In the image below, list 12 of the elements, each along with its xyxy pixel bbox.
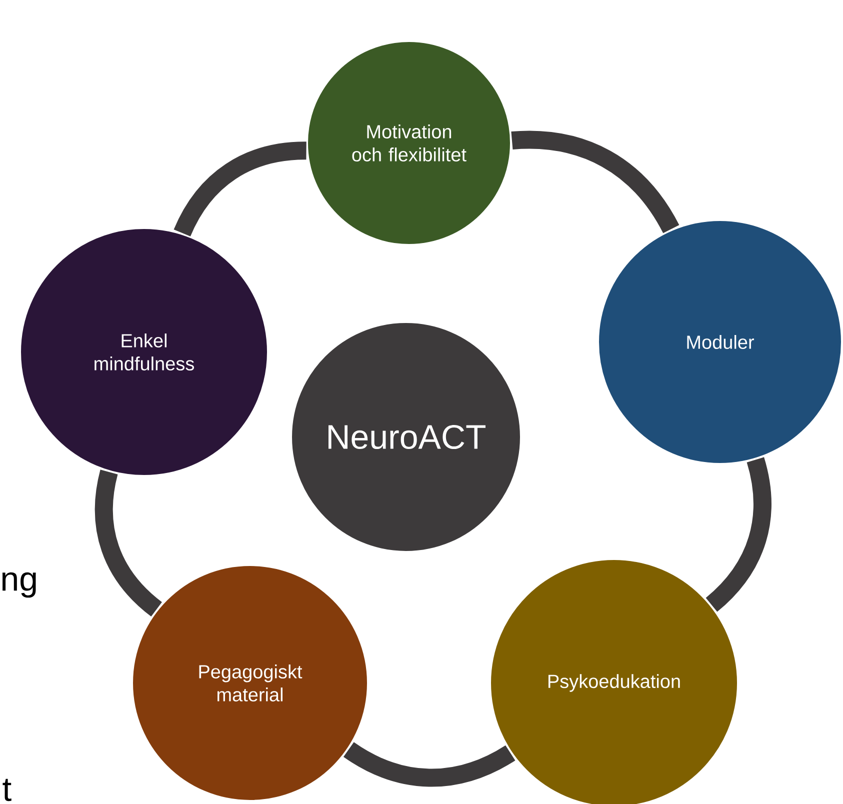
circle-node: Pegagogiskt material xyxy=(131,564,369,802)
circle-node: Motivation och flexibilitet xyxy=(306,40,512,246)
circle-node: NeuroACT xyxy=(290,321,522,553)
ring-connector xyxy=(94,470,162,616)
text-fragment: t xyxy=(2,778,12,802)
ring-connector xyxy=(706,458,772,612)
ring-connector xyxy=(174,142,307,237)
circle-node: Enkel mindfulness xyxy=(19,227,269,477)
ring-connector xyxy=(512,130,680,234)
text-fragment: ng xyxy=(2,572,36,598)
circle-node: Moduler xyxy=(597,219,843,465)
ring-connector xyxy=(344,742,515,787)
